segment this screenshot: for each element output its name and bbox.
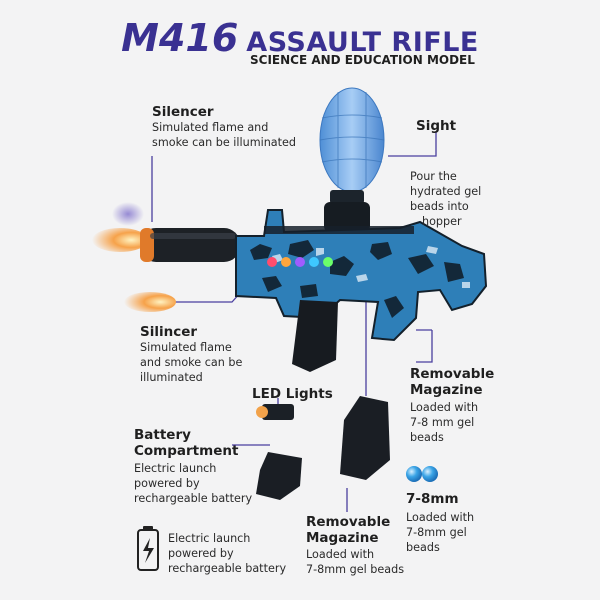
callout-heading: 7-8mm — [406, 491, 459, 507]
led-dot — [267, 257, 277, 267]
callout-beads: 7-8mm Loaded with 7-8mm gel beads — [406, 491, 474, 555]
callout-text: Electric launch — [168, 532, 251, 545]
battery-icon — [137, 526, 159, 571]
callout-text: Loaded with — [406, 511, 475, 524]
page-subtitle: SCIENCE AND EDUCATION MODEL — [250, 53, 475, 67]
callout-battery: Battery Compartment Electric launch powe… — [134, 427, 252, 506]
callout-sight-text: Pour the hydrated gel beads into hopper — [410, 169, 481, 229]
battery-compartment-part — [256, 452, 302, 500]
callout-text: Pour the — [410, 170, 457, 183]
callout-text: Electric launch — [134, 462, 217, 475]
gel-bead-icon — [406, 466, 422, 482]
callout-text: hopper — [422, 215, 462, 228]
callout-text: rechargeable battery — [168, 562, 287, 575]
callout-heading: Silincer — [140, 324, 198, 340]
callout-text: powered by — [134, 477, 200, 490]
callout-heading: Removable — [410, 366, 495, 382]
callout-heading: LED Lights — [252, 386, 333, 402]
callout-text: and smoke can be — [140, 356, 243, 369]
callout-text: 7-8 mm gel — [410, 416, 475, 429]
removable-magazine-part — [340, 396, 390, 480]
led-dot — [281, 257, 291, 267]
led-dot — [295, 257, 305, 267]
callout-text: 7-8mm gel beads — [306, 563, 405, 576]
silencer-barrel — [140, 228, 240, 262]
callout-heading: Compartment — [134, 443, 239, 459]
callout-text: Loaded with — [410, 401, 479, 414]
callout-heading: Magazine — [306, 530, 379, 546]
callout-heading: Sight — [416, 118, 457, 134]
callout-text: beads — [406, 541, 440, 554]
muzzle-flame-bottom — [124, 292, 176, 312]
led-lights-part — [256, 404, 294, 420]
led-dot — [309, 257, 319, 267]
callout-silincer: Silincer Simulated flame and smoke can b… — [140, 324, 242, 385]
callout-magazine-bottom: Removable Magazine Loaded with 7-8mm gel… — [306, 514, 404, 577]
rifle-body — [235, 209, 488, 342]
attached-magazine — [292, 300, 338, 372]
callout-text: beads — [410, 431, 444, 444]
muzzle-flame-top — [92, 228, 148, 252]
callout-text: beads into — [410, 200, 469, 213]
gel-bead-icon — [422, 466, 438, 482]
callout-text: Loaded with — [306, 548, 375, 561]
title-name: ASSAULT RIFLE — [246, 27, 479, 58]
callout-text: illuminated — [140, 371, 203, 384]
callout-text: 7-8mm gel — [406, 526, 467, 539]
callout-led: LED Lights — [252, 386, 333, 402]
callout-text: Simulated flame and — [152, 121, 269, 134]
leader-magazine-right — [416, 329, 433, 363]
callout-text: powered by — [168, 547, 234, 560]
callout-heading: Removable — [306, 514, 391, 530]
callout-text: rechargeable battery — [134, 492, 253, 505]
battery-icon-note: Electric launch powered by rechargeable … — [168, 531, 286, 576]
callout-heading: Magazine — [410, 382, 483, 398]
callout-text: smoke can be illuminated — [152, 136, 297, 149]
leader-sight — [388, 132, 437, 157]
callout-text: Simulated flame — [140, 341, 232, 354]
callout-heading: Battery — [134, 427, 191, 443]
callout-heading: Silencer — [152, 104, 214, 120]
title-model: M416 — [121, 16, 239, 60]
led-dot — [323, 257, 333, 267]
gel-hopper — [319, 87, 385, 232]
callout-text: hydrated gel — [410, 185, 482, 198]
callout-sight-heading-wrap: Sight — [416, 118, 456, 134]
callout-magazine-right: Removable Magazine Loaded with 7-8 mm ge… — [410, 366, 494, 445]
callout-silencer-top: Silencer Simulated flame and smoke can b… — [152, 104, 296, 150]
smoke-puff — [112, 202, 144, 226]
